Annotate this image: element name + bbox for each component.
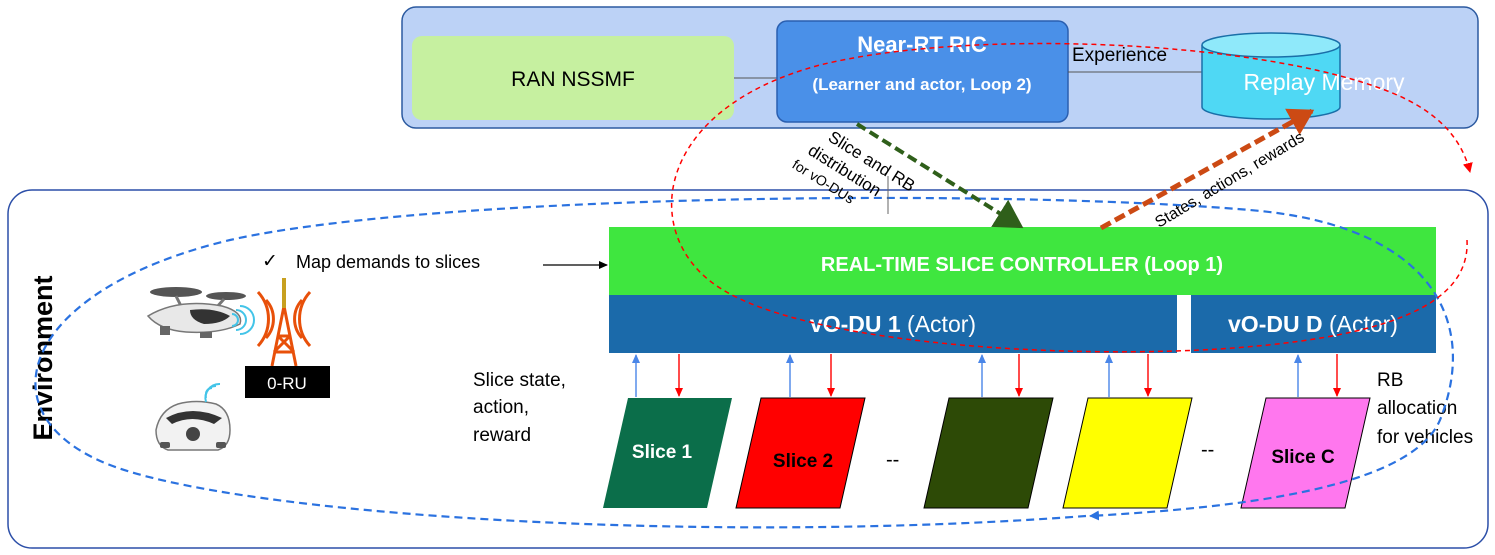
- slice-c-label: Slice C: [1271, 447, 1335, 468]
- replay-memory-label: Replay Memory: [1243, 69, 1405, 95]
- oru-label: 0-RU: [267, 374, 307, 393]
- slice-controller-label: REAL-TIME SLICE CONTROLLER (Loop 1): [821, 254, 1223, 276]
- environment-label: Environment: [28, 275, 58, 440]
- radio-tower-icon: [256, 278, 312, 367]
- slice-3-arrows: [978, 354, 1023, 397]
- slice-state-line-1: Slice state,: [473, 370, 566, 391]
- slice-dashes-1: --: [886, 449, 899, 471]
- ran-nssmf-box: [412, 36, 734, 120]
- vodu-1-bar: [609, 295, 1177, 353]
- environment-panel: [7, 189, 1489, 549]
- slice-2: Slice 2: [735, 397, 866, 509]
- slice-4: [1062, 397, 1193, 509]
- slice-dashes-2: --: [1201, 439, 1214, 461]
- slice-c-arrows: [1294, 354, 1341, 397]
- oru-box: [245, 366, 330, 398]
- down-arrow-label: Slice and RB distribution for vO-DUs: [790, 127, 919, 206]
- slice-2-label: Slice 2: [773, 451, 833, 472]
- slice-state-line-2: action,: [473, 397, 529, 418]
- vodu-d-label: vO-DU D (Actor): [1228, 311, 1398, 337]
- slice-3: [923, 397, 1054, 509]
- controller-to-replay-arrow: [1099, 108, 1315, 231]
- slice-4-arrows: [1105, 354, 1152, 397]
- air-taxi-icon: [146, 287, 255, 338]
- ric-subtitle: (Learner and actor, Loop 2): [812, 75, 1031, 94]
- ric-title: Near-RT RIC: [857, 32, 987, 57]
- replay-memory-cylinder: [1201, 32, 1341, 120]
- car-icon: [155, 382, 231, 451]
- slice-controller-bar: [609, 227, 1436, 295]
- vodu-d-bar: [1191, 295, 1436, 353]
- slice-1-label: Slice 1: [632, 442, 693, 463]
- experience-label: Experience: [1072, 45, 1167, 66]
- check-mark: ✓: [262, 251, 278, 272]
- slice-1-arrows: [632, 354, 683, 397]
- vodu-1-label: vO-DU 1 (Actor): [810, 311, 976, 337]
- map-demands-label: Map demands to slices: [296, 252, 480, 272]
- rb-alloc-line-3: for vehicles: [1377, 427, 1473, 448]
- loop-1-ellipse: [34, 196, 1454, 529]
- slice-state-line-3: reward: [473, 425, 531, 446]
- slice-2-arrows: [786, 354, 835, 397]
- up-arrow-label: States, actions, rewards: [1152, 129, 1307, 232]
- slice-1: Slice 1: [603, 398, 732, 508]
- ran-nssmf-label: RAN NSSMF: [511, 68, 635, 91]
- slice-c: Slice C: [1240, 397, 1371, 509]
- ric-to-controller-arrow: [855, 122, 1024, 229]
- rb-alloc-line-1: RB: [1377, 370, 1403, 391]
- rb-alloc-line-2: allocation: [1377, 398, 1457, 419]
- loop-2-ellipse: [670, 42, 1473, 353]
